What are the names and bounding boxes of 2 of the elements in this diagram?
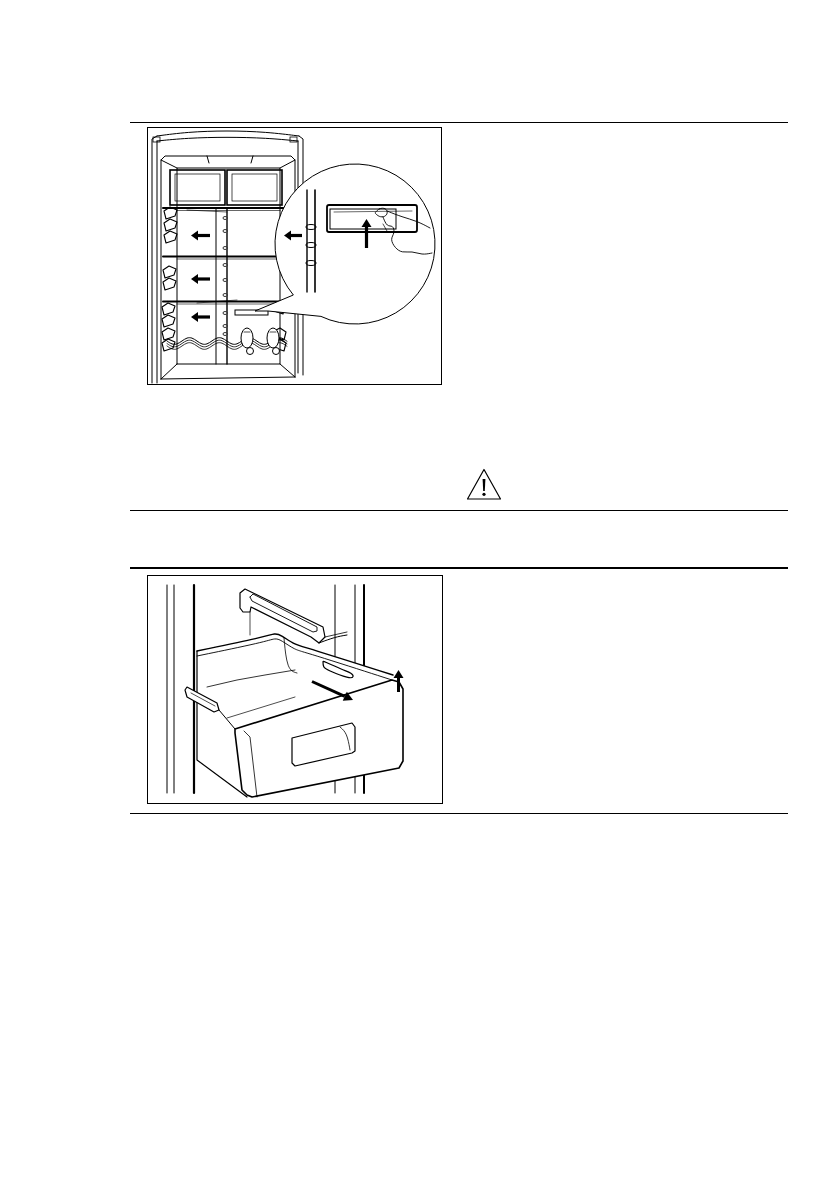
fridge-interior-illustration — [147, 127, 442, 385]
crisper-drawer-illustration — [147, 575, 443, 804]
